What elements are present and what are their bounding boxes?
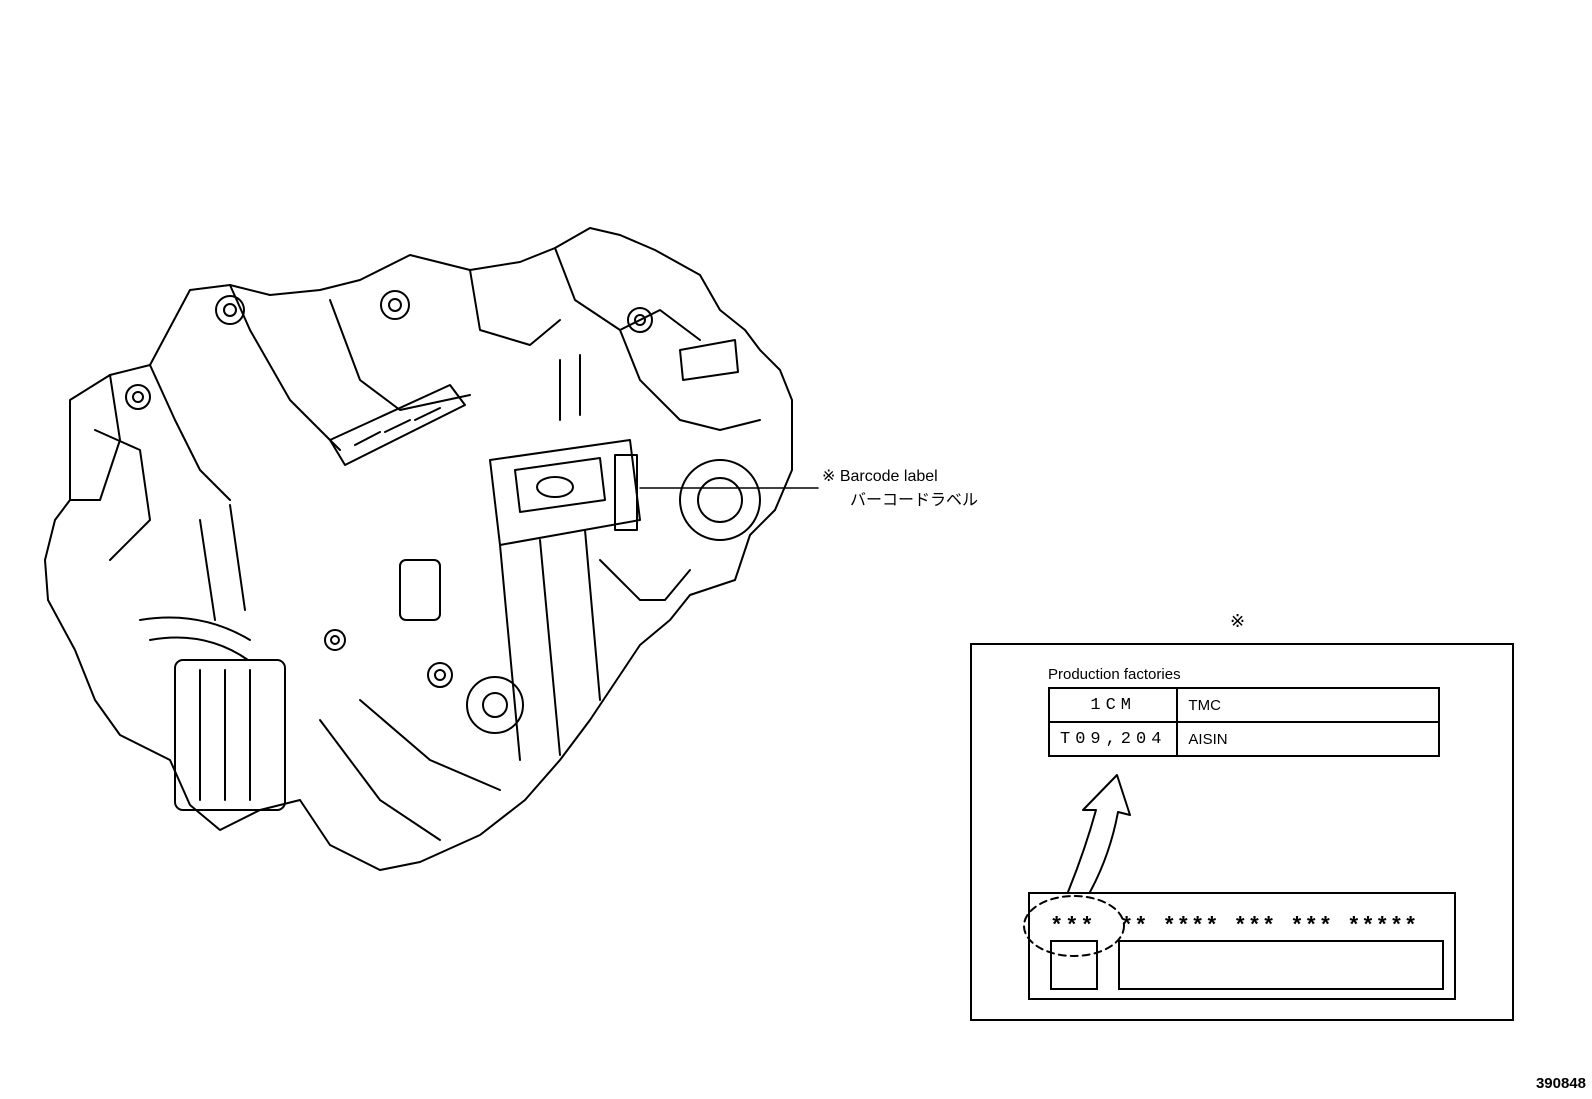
figure-id: 390848 <box>1535 1075 1586 1092</box>
production-factories-title: Production factories <box>1048 666 1181 683</box>
remaining-code-digits: ** **** *** *** ***** <box>1120 914 1419 939</box>
table-row: 1CM TMC <box>1047 687 1441 723</box>
barcode-label-callout-jp: バーコードラベル <box>850 490 979 509</box>
factory-name: TMC <box>1176 687 1441 723</box>
highlighted-code-digits: *** <box>1050 914 1096 939</box>
table-row: T09,204 AISIN <box>1047 721 1441 757</box>
reference-mark: ※ <box>1230 611 1246 632</box>
barcode-label-sample <box>1028 892 1456 1000</box>
label-small-square <box>1050 940 1098 990</box>
factory-name: AISIN <box>1176 721 1441 757</box>
barcode-area <box>1118 940 1444 990</box>
factory-code: 1CM <box>1047 687 1179 723</box>
barcode-detail-box <box>970 643 1514 1021</box>
factory-code: T09,204 <box>1047 721 1179 757</box>
production-factories-table: 1CM TMC T09,204 AISIN <box>1047 687 1441 757</box>
barcode-label-callout: ※ Barcode label <box>822 468 938 485</box>
